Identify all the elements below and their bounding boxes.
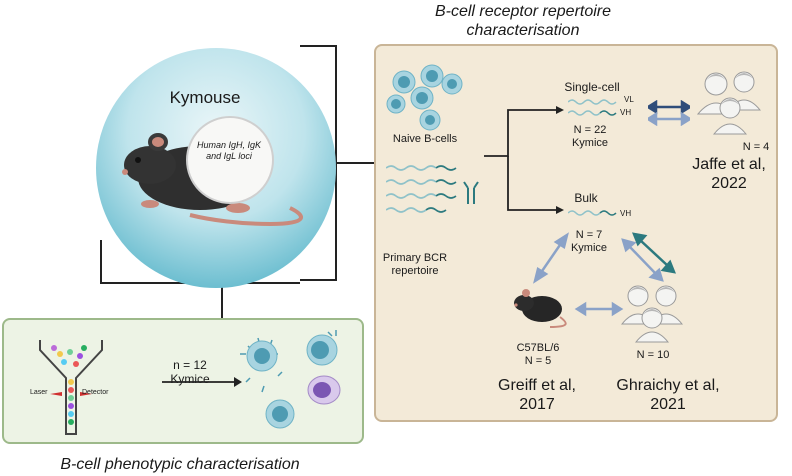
greiff-citation: Greiff et al, 2017 <box>498 377 576 413</box>
ghraichy-n: N = 10 <box>636 349 670 361</box>
ghraichy-citation: Ghraichy et al, 2021 <box>616 377 720 413</box>
jaffe-people-icon <box>696 71 762 135</box>
flow-cytometer-icon <box>39 340 103 435</box>
single-cell-label: Single-cell <box>564 80 620 94</box>
c57bl6-mouse-icon <box>514 289 567 328</box>
bulk-kymice: Kymice <box>570 242 608 254</box>
bulk-vh-label: VH <box>620 209 632 218</box>
phenotypic-panel <box>2 318 364 444</box>
phenotypic-title: B-cell phenotypic characterisation <box>60 456 300 473</box>
bulk-sequence-icon <box>568 210 617 216</box>
vl-label: VL <box>624 95 634 104</box>
loci-circle <box>186 116 274 204</box>
vh-label: VH <box>620 108 632 117</box>
jaffe-n: N = 4 <box>742 141 770 153</box>
repertoire-panel <box>374 44 778 422</box>
c57bl6-n: N = 5 <box>524 355 552 367</box>
primary-bcr-sequences-icon <box>386 165 479 213</box>
single-cell-jaffe-arrows <box>648 100 690 126</box>
single-cell-kymice: Kymice <box>571 137 609 149</box>
bulk-label: Bulk <box>574 191 598 205</box>
detector-label: Detector <box>82 389 109 396</box>
phenotypic-n: n = 12 <box>173 358 207 372</box>
single-cell-n: N = 22 <box>573 124 607 136</box>
single-cell-sequences-icon <box>568 99 617 116</box>
loci-text: Human IgH, IgK and IgL loci <box>196 140 262 161</box>
naive-b-cells-label: Naive B-cells <box>392 133 458 145</box>
laser-label: Laser <box>30 389 48 396</box>
bulk-n: N = 7 <box>575 229 603 241</box>
phenotypic-arrow <box>162 377 242 387</box>
branch-arrows <box>484 106 564 214</box>
repertoire-title: B-cell receptor repertoire characterisat… <box>434 3 612 39</box>
c57bl6-label: C57BL/6 <box>516 342 560 354</box>
primary-bcr-label: Primary BCR repertoire <box>382 252 448 277</box>
phenotyped-cells-icon <box>240 330 341 429</box>
naive-b-cells-icon <box>386 64 463 131</box>
kymouse-title: Kymouse <box>169 88 241 107</box>
jaffe-citation: Jaffe et al, 2022 <box>692 156 766 192</box>
ghraichy-people-icon <box>620 285 684 343</box>
comparison-arrows <box>533 232 676 317</box>
